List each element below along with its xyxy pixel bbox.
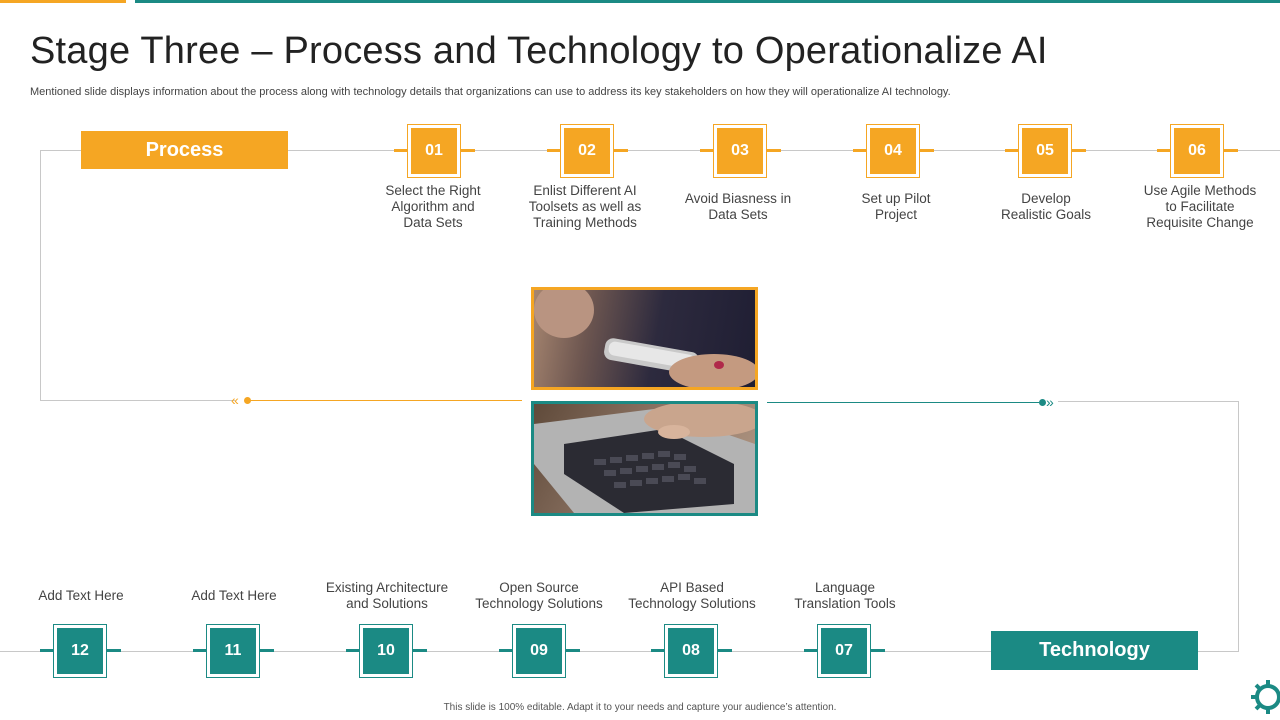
node-stub [499, 649, 513, 652]
technology-label: Technology [991, 631, 1198, 670]
node-stub [394, 149, 408, 152]
left-horizontal-connector [40, 400, 235, 401]
top-accent-bar-orange [0, 0, 126, 3]
node-stub [1072, 149, 1086, 152]
left-vertical-connector [40, 150, 41, 401]
process-step-04: 04 [866, 124, 920, 178]
technology-step-07: 07 [817, 624, 871, 678]
technology-step-12: 12 [53, 624, 107, 678]
technology-step-text: Add Text Here [38, 588, 124, 603]
step-number: 09 [516, 628, 562, 674]
orange-dot [244, 397, 251, 404]
step-number: 01 [411, 128, 457, 174]
top-accent-bar-teal [135, 0, 1280, 3]
node-stub [1157, 149, 1171, 152]
slide-subtitle: Mentioned slide displays information abo… [30, 86, 951, 98]
process-connector-line [40, 150, 1280, 151]
right-vertical-connector [1238, 401, 1239, 652]
step-number: 07 [821, 628, 867, 674]
step-number: 05 [1022, 128, 1068, 174]
node-stub [566, 649, 580, 652]
process-step-02: 02 [560, 124, 614, 178]
phone-illustration [534, 290, 755, 387]
right-teal-connector [767, 402, 1039, 403]
laptop-illustration [534, 404, 755, 513]
step-number: 03 [717, 128, 763, 174]
process-step-03: 03 [713, 124, 767, 178]
node-stub [804, 649, 818, 652]
node-stub [920, 149, 934, 152]
step-number: 12 [57, 628, 103, 674]
technology-step-11: 11 [206, 624, 260, 678]
node-stub [700, 149, 714, 152]
process-step-05: 05 [1018, 124, 1072, 178]
technology-step-10: 10 [359, 624, 413, 678]
step-number: 11 [210, 628, 256, 674]
node-stub [40, 649, 54, 652]
node-stub [718, 649, 732, 652]
left-orange-connector [250, 400, 522, 401]
node-stub [651, 649, 665, 652]
slide-title: Stage Three – Process and Technology to … [30, 30, 1048, 72]
phone-hand-photo [531, 287, 758, 390]
node-stub [107, 649, 121, 652]
node-stub [1224, 149, 1238, 152]
right-horizontal-connector [1058, 401, 1239, 402]
node-stub [871, 649, 885, 652]
technology-step-09: 09 [512, 624, 566, 678]
node-stub [1005, 149, 1019, 152]
node-stub [767, 149, 781, 152]
node-stub [614, 149, 628, 152]
gear-icon [1251, 680, 1280, 714]
step-number: 02 [564, 128, 610, 174]
technology-connector-line [0, 651, 1239, 652]
node-stub [346, 649, 360, 652]
slide-footer: This slide is 100% editable. Adapt it to… [443, 702, 837, 713]
double-chevron-left-icon: « [231, 392, 239, 408]
step-number: 08 [668, 628, 714, 674]
process-label: Process [81, 131, 288, 169]
node-stub [853, 149, 867, 152]
step-number: 06 [1174, 128, 1220, 174]
node-stub [193, 649, 207, 652]
node-stub [547, 149, 561, 152]
process-step-06: 06 [1170, 124, 1224, 178]
technology-step-08: 08 [664, 624, 718, 678]
laptop-hand-photo [531, 401, 758, 516]
node-stub [260, 649, 274, 652]
double-chevron-right-icon: » [1046, 394, 1054, 410]
step-number: 04 [870, 128, 916, 174]
process-step-01: 01 [407, 124, 461, 178]
teal-dot [1039, 399, 1046, 406]
node-stub [413, 649, 427, 652]
node-stub [461, 149, 475, 152]
technology-step-text: Add Text Here [191, 588, 277, 603]
step-number: 10 [363, 628, 409, 674]
